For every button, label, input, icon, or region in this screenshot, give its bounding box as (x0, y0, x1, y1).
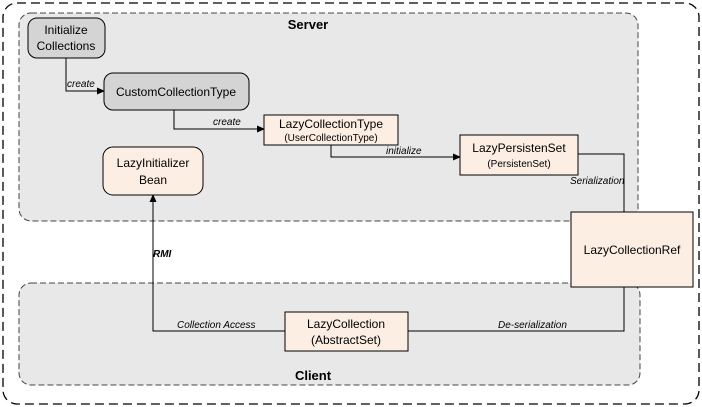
edge-label-collection-access: Collection Access (177, 320, 256, 331)
node-lazy-collection-ref[interactable]: LazyCollectionRef (570, 211, 694, 288)
edge-label-serialization: Serialization (570, 176, 625, 187)
node-lazy-persisten-set-line2: (PersistenSet) (487, 159, 550, 170)
edge-rmi (149, 194, 285, 332)
node-lazy-collection-line2: (AbstractSet) (311, 333, 381, 347)
edge-label-rmi: RMI (153, 249, 172, 260)
node-lazy-persisten-set-line1: LazyPersistenSet (472, 141, 566, 155)
node-lazy-initializer-bean-line2: Bean (139, 173, 167, 187)
node-lazy-collection-ref-label: LazyCollectionRef (584, 243, 681, 257)
edge-label-de-serialization: De-serialization (498, 320, 567, 331)
server-region-title: Server (288, 17, 328, 32)
node-lazy-initializer-bean[interactable]: LazyInitializer Bean (102, 146, 204, 196)
node-lazy-collection-type-line1: LazyCollectionType (279, 117, 383, 131)
node-initialize-collections[interactable]: Initialize Collections (27, 17, 106, 59)
edge-create-1 (65, 58, 105, 95)
edge-initialize (330, 145, 461, 161)
node-custom-collection-type[interactable]: CustomCollectionType (103, 72, 250, 111)
edge-serialization (578, 153, 625, 212)
node-lazy-initializer-bean-line1: LazyInitializer (117, 156, 190, 170)
edge-label-create-2: create (213, 117, 241, 128)
client-region-title: Client (295, 368, 332, 383)
node-lazy-collection-line1: LazyCollection (307, 317, 385, 331)
node-lazy-collection[interactable]: LazyCollection (AbstractSet) (284, 311, 409, 352)
edge-create-2 (173, 110, 265, 133)
node-lazy-persisten-set[interactable]: LazyPersistenSet (PersistenSet) (459, 134, 579, 176)
node-lazy-collection-type[interactable]: LazyCollectionType (UserCollectionType) (263, 114, 399, 146)
edge-label-initialize: initialize (386, 146, 422, 157)
connectors (65, 58, 625, 332)
node-initialize-collections-line1: Initialize (44, 23, 88, 37)
edge-de-serialization (408, 287, 625, 332)
node-initialize-collections-line2: Collections (37, 39, 96, 53)
node-custom-collection-type-label: CustomCollectionType (116, 85, 236, 99)
edge-label-create-1: create (67, 79, 95, 90)
node-lazy-collection-type-line2: (UserCollectionType) (284, 133, 377, 144)
